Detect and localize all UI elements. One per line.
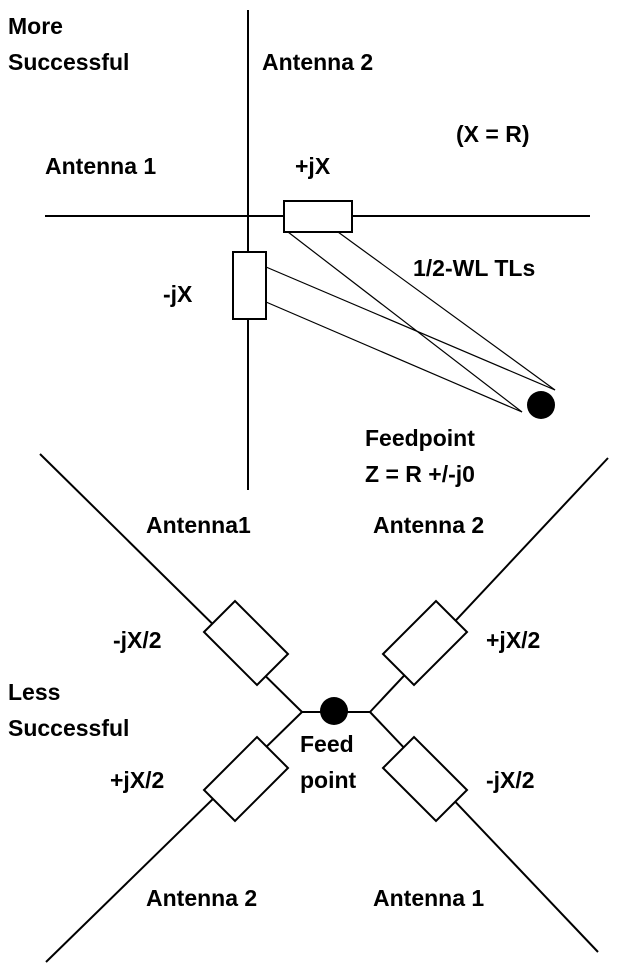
antenna2-top-label: Antenna 2 <box>373 512 484 538</box>
upper-left-minus-jx2-element <box>202 599 290 687</box>
minus-jx-label: -jX <box>163 281 193 307</box>
tl-label: 1/2-WL TLs <box>413 255 535 281</box>
heading-less-successful: Successful <box>8 715 129 741</box>
lower-right-minus-jx2-element <box>381 735 469 823</box>
antenna1-label: Antenna 1 <box>45 153 156 179</box>
half-wave-transmission-lines <box>265 231 556 413</box>
lower-left-element-label: +jX/2 <box>110 767 164 793</box>
less-successful-diagram: Antenna1 Antenna 2 -jX/2 +jX/2 Less Succ… <box>8 453 609 963</box>
feed-label: Feed <box>300 731 354 757</box>
feedpoint-impedance-label: Z = R +/-j0 <box>365 461 475 487</box>
upper-left-element-label: -jX/2 <box>113 627 162 653</box>
feedpoint-label: Feedpoint <box>365 425 475 451</box>
antenna1-bottom-label: Antenna 1 <box>373 885 484 911</box>
heading-successful: Successful <box>8 49 129 75</box>
condition-label: (X = R) <box>456 121 529 147</box>
lower-left-plus-jx2-element <box>202 735 290 823</box>
antenna2-bottom-label: Antenna 2 <box>146 885 257 911</box>
minus-jx-element <box>232 251 267 320</box>
upper-right-element-label: +jX/2 <box>486 627 540 653</box>
antenna1-top-label: Antenna1 <box>146 512 251 538</box>
upper-right-plus-jx2-element <box>381 599 469 687</box>
plus-jx-label: +jX <box>295 153 331 179</box>
heading-more: More <box>8 13 63 39</box>
plus-jx-element <box>283 200 353 233</box>
feed-point-dot <box>320 697 348 725</box>
more-successful-diagram: More Successful Antenna 2 (X = R) Antenn… <box>8 10 590 490</box>
point-label: point <box>300 767 357 793</box>
heading-less: Less <box>8 679 60 705</box>
antenna2-label: Antenna 2 <box>262 49 373 75</box>
feedpoint-dot <box>527 391 555 419</box>
lower-right-element-label: -jX/2 <box>486 767 535 793</box>
